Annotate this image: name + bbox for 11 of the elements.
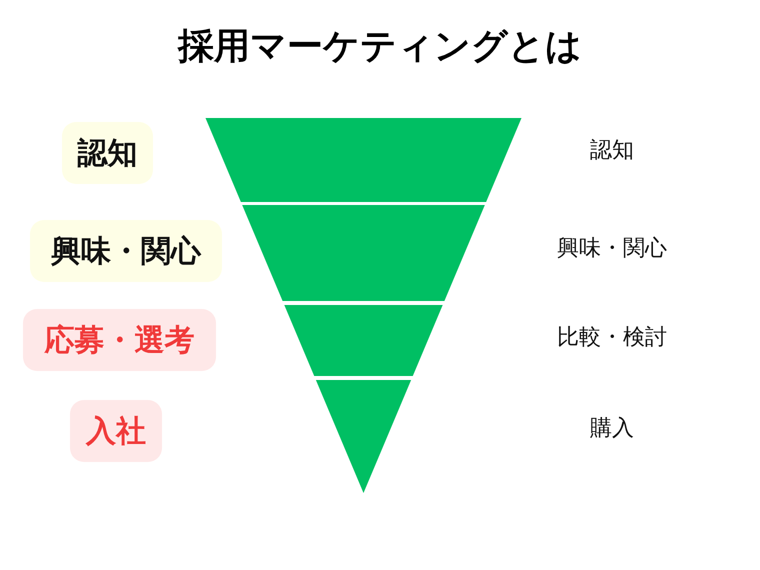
label-box bbox=[30, 220, 222, 282]
stage-text: 入社 bbox=[86, 412, 146, 450]
stage-label: 比較・検討 bbox=[557, 324, 667, 352]
title: 採用マーケティングとは bbox=[176, 25, 583, 69]
label-box bbox=[62, 122, 153, 184]
stage-text: 認知 bbox=[78, 134, 138, 172]
stage-text: 興味・関心 bbox=[51, 232, 201, 270]
stage-label: 購入 bbox=[590, 415, 634, 443]
stage-label: 興味・関心 bbox=[557, 235, 667, 263]
stage-text: 応募・選考 bbox=[44, 322, 194, 360]
stage-label: 認知 bbox=[590, 137, 634, 165]
